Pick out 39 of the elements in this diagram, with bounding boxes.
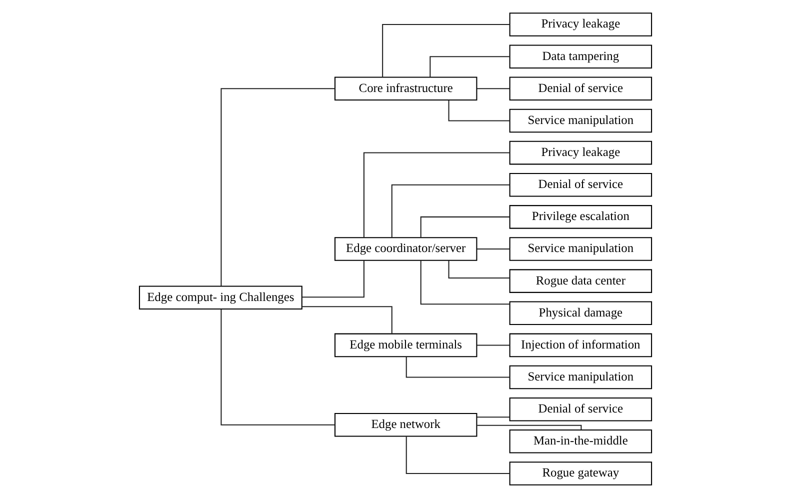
node-box: Rogue data center — [508, 268, 652, 292]
connector — [476, 344, 510, 346]
connector — [382, 24, 510, 77]
connector — [448, 100, 510, 121]
connector — [420, 216, 510, 237]
node-box: Privacy leakage — [508, 140, 652, 164]
connector — [476, 424, 582, 430]
connector — [448, 260, 510, 278]
node-box: Core infrastructure — [334, 76, 477, 100]
node-box: Denial of service — [508, 76, 652, 100]
node-box: Privacy leakage — [508, 12, 652, 36]
connector — [301, 260, 364, 298]
node-box: Service manipulation — [508, 364, 652, 389]
connector — [390, 184, 510, 238]
node-box: Denial of service — [508, 172, 652, 196]
connector — [220, 308, 334, 425]
connector — [476, 416, 510, 418]
node-box: Man-in-the-middle — [508, 429, 652, 453]
connector — [302, 306, 392, 333]
node-box: Injection of information — [508, 332, 652, 357]
connector — [420, 260, 510, 304]
node-box: Privilege escalation — [508, 204, 652, 228]
node-box: Rogue gateway — [508, 461, 652, 485]
node-box: Denial of service — [508, 396, 652, 421]
node-box: Physical damage — [508, 300, 652, 325]
node-box: Edge coordinator/server — [334, 236, 477, 260]
connector — [476, 88, 510, 89]
connector — [429, 56, 509, 77]
node-box: Edge network — [334, 412, 477, 436]
connector — [220, 88, 334, 286]
node-box: Service manipulation — [508, 236, 652, 260]
node-box: Edge mobile terminals — [334, 332, 477, 357]
connector — [405, 356, 510, 378]
connector — [476, 248, 510, 250]
connector — [362, 152, 510, 238]
node-box: Service manipulation — [508, 108, 652, 132]
connector — [405, 436, 510, 474]
node-box: Edge comput- ing Challenges — [138, 285, 302, 310]
node-box: Data tampering — [508, 44, 652, 68]
